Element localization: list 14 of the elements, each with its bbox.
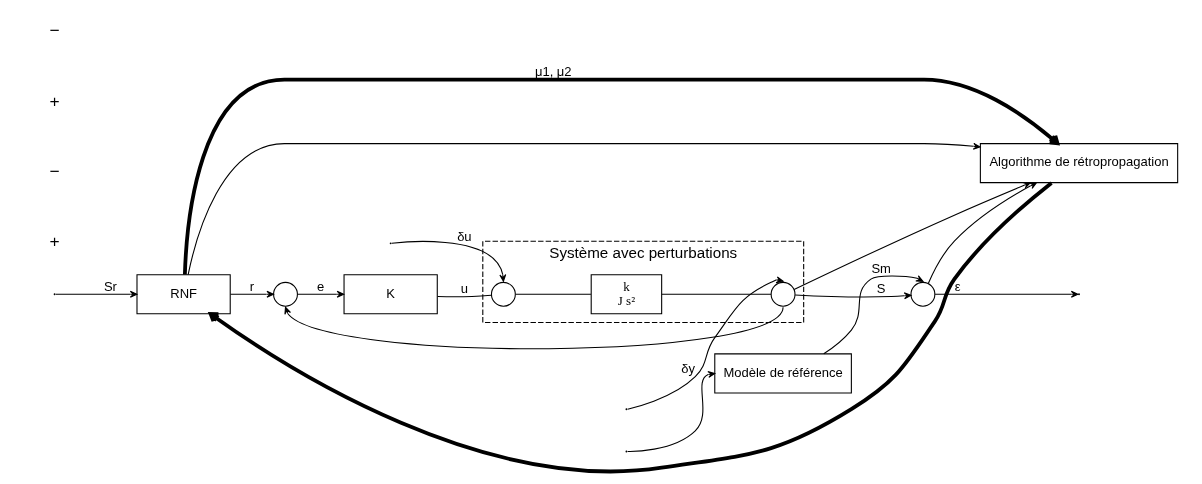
label: − xyxy=(49,161,60,181)
edge-label: r xyxy=(249,278,254,294)
edge-label: Sr xyxy=(103,278,117,294)
edge-label: δy xyxy=(680,360,695,376)
edge-label: μ1, μ2 xyxy=(534,63,572,79)
edge-label: δu xyxy=(456,228,472,244)
edge-label: Sm xyxy=(870,261,891,277)
edge-label: e xyxy=(316,278,324,294)
edge-label: ε xyxy=(954,278,960,294)
edge-label: S xyxy=(876,280,886,296)
label: − xyxy=(49,20,60,41)
label: + xyxy=(49,90,60,111)
edge-label: u xyxy=(460,280,468,296)
label: + xyxy=(49,231,60,252)
